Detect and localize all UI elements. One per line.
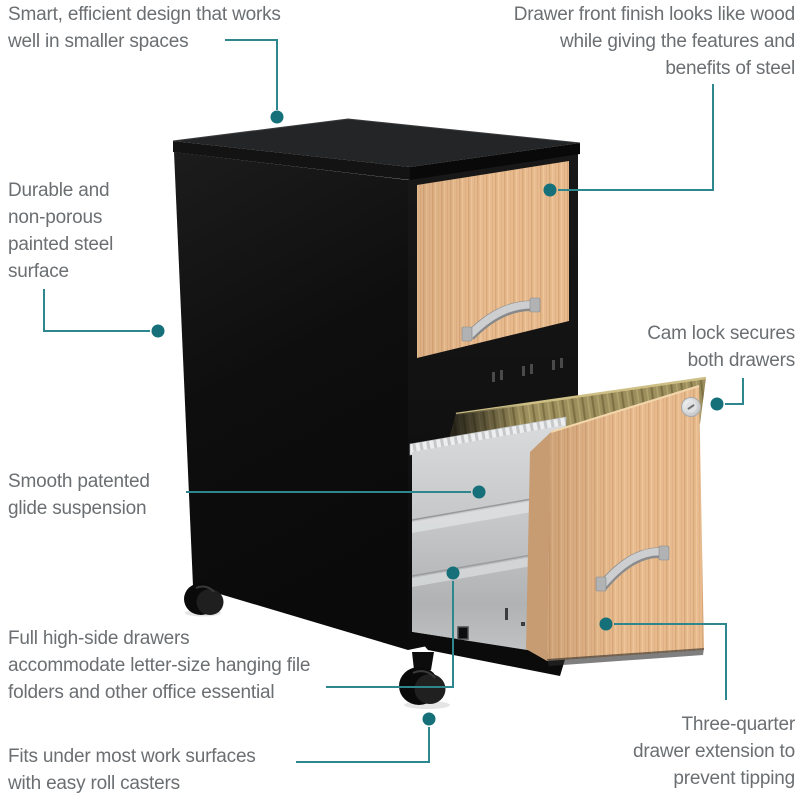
callout-line-drawer-extension	[614, 623, 727, 700]
bottom-drawer-front-top-edge	[550, 385, 700, 433]
callout-label-smart-design: Smart, efficient design that works well …	[8, 4, 281, 52]
callout-dot-wood-finish	[543, 183, 557, 197]
callout-line-cam-lock	[725, 378, 744, 405]
bottom-drawer-front-shade	[547, 386, 704, 661]
cam-lock	[681, 397, 701, 417]
cabinet-top-face	[173, 119, 580, 167]
callout-label-steel-surface: Durable and non-porous painted steel sur…	[8, 180, 114, 282]
cabinet-side-panel	[174, 152, 408, 650]
callout-dot-high-side-drawers	[446, 566, 460, 580]
cabinet-top-highlight	[172, 118, 581, 144]
bottom-drawer-front-edge	[526, 432, 551, 661]
callout-label-high-side-drawers: Full high-side drawers accommodate lette…	[8, 628, 311, 703]
top-drawer-handle	[461, 297, 541, 342]
callout-dots	[151, 110, 724, 726]
drawer-latch	[457, 626, 469, 640]
callout-label-roll-casters: Fits under most work surfaces with easy …	[8, 746, 256, 794]
drawer-side-mark	[505, 608, 508, 620]
cabinet-top-edge-left	[173, 141, 410, 180]
drawer-slide-hardware	[492, 358, 563, 382]
bottom-drawer-front-bottom-shadow	[547, 648, 704, 666]
callout-lines	[43, 39, 744, 763]
callout-line-steel-surface	[43, 289, 150, 332]
callout-dot-roll-casters	[422, 712, 436, 726]
callout-label-cam-lock: Cam lock secures both drawers	[647, 323, 795, 371]
callout-line-high-side-drawers	[326, 581, 454, 688]
callout-dot-smart-design	[270, 110, 284, 124]
callout-line-roll-casters	[296, 727, 430, 763]
callout-label-glide-suspension: Smooth patented glide suspension	[8, 471, 150, 519]
callout-label-wood-finish: Drawer front finish looks like wood whil…	[513, 4, 795, 79]
drawer-side-dot	[521, 622, 525, 626]
callout-line-smart-design	[225, 39, 278, 110]
caster-rear	[184, 583, 224, 617]
drawer-underside	[412, 632, 566, 676]
bottom-drawer-handle	[595, 545, 670, 592]
drawer-ridge-1	[412, 495, 566, 533]
top-drawer	[417, 161, 569, 358]
caster-front	[399, 652, 450, 709]
callout-dot-steel-surface	[151, 324, 165, 338]
callout-dot-drawer-extension	[599, 617, 613, 631]
bottom-drawer	[409, 376, 707, 676]
callout-line-wood-finish	[558, 84, 714, 191]
callout-dot-cam-lock	[710, 397, 724, 411]
cabinet-top-edge-front	[410, 143, 580, 180]
callout-label-drawer-extension: Three-quarter drawer extension to preven…	[632, 714, 795, 789]
callout-dot-glide-suspension	[472, 485, 486, 499]
